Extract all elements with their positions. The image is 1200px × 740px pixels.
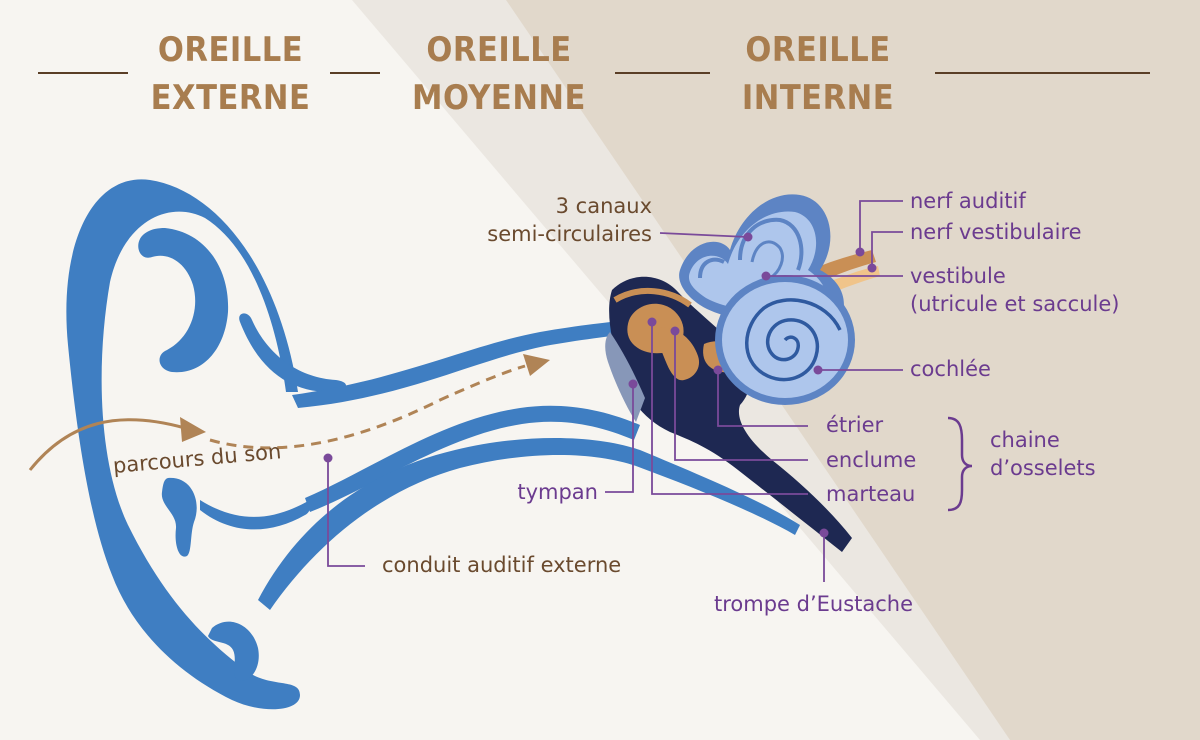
helix-rim <box>66 179 301 710</box>
leader-nerf-auditif <box>859 200 903 252</box>
label-canaux: 3 canaux semi-circulaires <box>487 192 652 248</box>
dot-conduit <box>323 453 333 463</box>
sound-path <box>28 364 526 471</box>
leader-nerf-vestibulaire <box>871 231 903 268</box>
cochlea <box>715 275 855 405</box>
concha-lower <box>200 499 312 530</box>
sound-path-solid <box>28 418 186 471</box>
leader-lines <box>327 200 973 582</box>
label-nerf-auditif: nerf auditif <box>910 189 1026 213</box>
canal-lower-wall-outer <box>258 437 800 610</box>
leader-conduit <box>327 458 365 567</box>
concha-edge <box>239 313 347 392</box>
canal-loop-lateral <box>698 257 725 279</box>
canal-upper-wall <box>292 320 634 408</box>
sound-path-dashed <box>209 364 526 450</box>
heading-middle-line2: MOYENNE <box>412 78 586 118</box>
canal-loop-posterior <box>750 240 784 280</box>
label-etrier: étrier <box>826 413 884 437</box>
leader-dots <box>323 232 877 538</box>
label-conduit: conduit auditif externe <box>382 553 622 577</box>
leader-marteau <box>651 322 808 495</box>
antihelix <box>138 228 229 373</box>
dot-tympan <box>628 379 638 389</box>
sound-arrow-head-2 <box>523 354 550 376</box>
label-nerf-vestibulaire: nerf vestibulaire <box>910 220 1082 244</box>
heading-inner-line2: INTERNE <box>741 78 895 118</box>
leader-etrier <box>717 370 808 427</box>
label-vestibule-line1: vestibule <box>910 264 1006 288</box>
cochlea-spiral <box>745 298 842 382</box>
dot-cochlee <box>813 365 823 375</box>
heading-middle-ear: OREILLE MOYENNE <box>388 26 610 122</box>
heading-inner-line1: OREILLE <box>745 30 891 70</box>
heading-outer-line2: EXTERNE <box>150 78 311 118</box>
leader-canaux <box>659 232 749 238</box>
ear-canal <box>258 320 800 610</box>
heading-outer-line1: OREILLE <box>157 30 304 70</box>
tragus <box>161 477 197 557</box>
heading-outer-ear: OREILLE EXTERNE <box>138 26 323 122</box>
tympanic-membrane-surface <box>605 332 645 422</box>
label-trompe: trompe d’Eustache <box>714 592 914 616</box>
dot-nerf-auditif <box>855 247 865 257</box>
label-vestibule: vestibule (utricule et saccule) <box>910 262 1119 318</box>
label-cochlee: cochlée <box>910 357 991 381</box>
dot-nerf-vestibulaire <box>867 263 877 273</box>
heading-middle-line1: OREILLE <box>426 30 572 70</box>
label-canaux-line1: 3 canaux <box>555 194 652 218</box>
dot-enclume <box>670 326 680 336</box>
label-tympan: tympan <box>517 480 598 504</box>
osselets-bracket <box>947 416 973 512</box>
dot-trompe <box>819 528 829 538</box>
sound-arrow-head-1 <box>180 417 206 442</box>
dot-vestibule <box>761 271 771 281</box>
cavity-rim-tan <box>613 287 692 308</box>
leader-tympan <box>605 384 634 493</box>
label-canaux-line2: semi-circulaires <box>487 222 652 246</box>
heading-inner-ear: OREILLE INTERNE <box>718 26 918 122</box>
dot-etrier <box>713 365 723 375</box>
incus-bone <box>658 327 700 381</box>
earlobe-fold <box>208 621 259 681</box>
label-marteau: marteau <box>826 482 916 506</box>
label-osselets-line1: chaine <box>990 428 1060 452</box>
label-enclume: enclume <box>826 448 917 472</box>
pinna <box>66 179 347 710</box>
label-osselets-line2: d’osselets <box>990 456 1096 480</box>
canal-lower-wall-inner <box>305 405 640 512</box>
dot-canaux <box>743 232 753 242</box>
label-osselets: chaine d’osselets <box>990 426 1096 482</box>
dot-marteau <box>647 317 657 327</box>
leader-enclume <box>674 331 808 461</box>
label-vestibule-line2: (utricule et saccule) <box>910 292 1120 316</box>
